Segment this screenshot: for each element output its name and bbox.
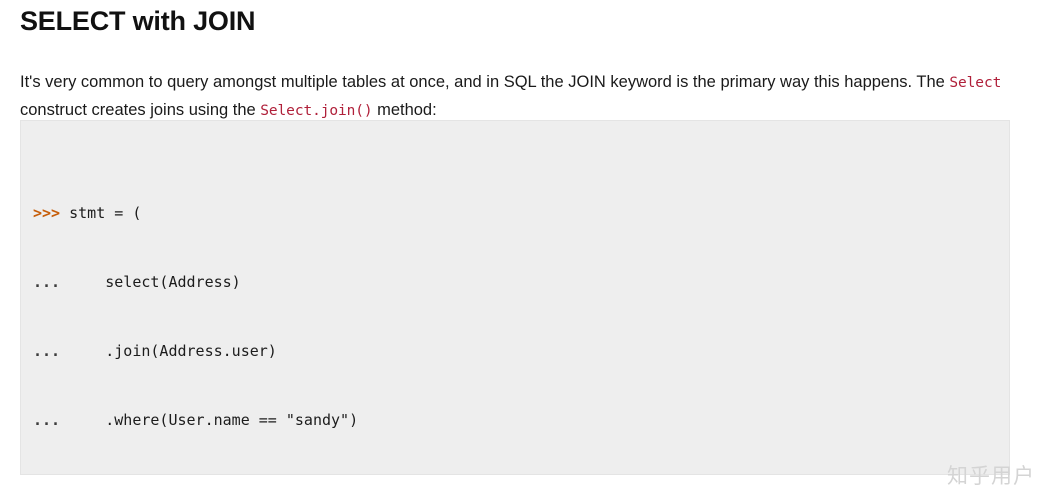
prompt-symbol: ...: [33, 273, 61, 291]
inline-code-select: Select: [949, 74, 1002, 91]
console-line-text: stmt = (: [60, 204, 142, 222]
intro-text-1: It's very common to query amongst multip…: [20, 72, 950, 91]
console-line: ... .where(User.name == "sandy"): [33, 409, 999, 432]
intro-text-3: method:: [372, 100, 437, 119]
prompt-symbol: ...: [33, 411, 61, 429]
console-line: ... select(Address): [33, 271, 999, 294]
console-line: >>> stmt = (: [33, 202, 999, 225]
intro-paragraph: It's very common to query amongst multip…: [20, 69, 1005, 125]
console-line-text: .where(User.name == "sandy"): [60, 411, 359, 429]
console-code-block[interactable]: >>> stmt = ( ... select(Address) ... .jo…: [20, 120, 1010, 475]
page-title: SELECT with JOIN: [20, 6, 256, 36]
inline-code-select-join: Select.join(): [260, 102, 373, 119]
console-line-text: select(Address): [60, 273, 241, 291]
console-line-text: .join(Address.user): [60, 342, 277, 360]
console-line: ... .join(Address.user): [33, 340, 999, 363]
prompt-symbol: >>>: [33, 204, 61, 222]
prompt-symbol: ...: [33, 342, 61, 360]
intro-text-2: construct creates joins using the: [20, 100, 261, 119]
